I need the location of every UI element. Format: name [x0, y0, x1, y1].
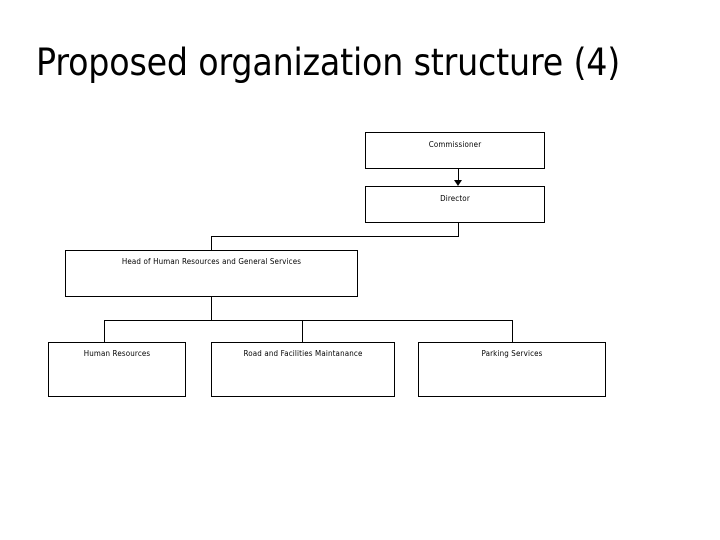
connector-director-across — [211, 236, 459, 237]
connector-children-distribution-bar — [104, 320, 513, 321]
org-node-label: Parking Services — [481, 349, 543, 358]
org-node-label: Commissioner — [428, 140, 482, 149]
org-node-label: Road and Facilities Maintanance — [243, 349, 363, 358]
connector-drop-human-resources — [104, 320, 105, 342]
org-node-label: Director — [440, 194, 470, 203]
org-node-parking-services[interactable]: Parking Services — [418, 342, 606, 397]
connector-director-down — [458, 223, 459, 236]
arrowhead-down-icon — [454, 180, 462, 186]
org-node-road-and-facilities-maintanance[interactable]: Road and Facilities Maintanance — [211, 342, 395, 397]
org-node-commissioner[interactable]: Commissioner — [365, 132, 545, 169]
connector-head-of-hr-down — [211, 297, 212, 320]
connector-drop-parking-services — [512, 320, 513, 342]
connector-into-head-of-hr — [211, 236, 212, 250]
org-node-label: Head of Human Resources and General Serv… — [121, 257, 302, 266]
connector-commissioner-to-director — [458, 169, 459, 181]
org-node-label: Human Resources — [83, 349, 151, 358]
org-node-head-of-human-resources-and-general-services[interactable]: Head of Human Resources and General Serv… — [65, 250, 358, 297]
org-node-director[interactable]: Director — [365, 186, 545, 223]
org-node-human-resources[interactable]: Human Resources — [48, 342, 186, 397]
page-title: Proposed organization structure (4) — [36, 41, 621, 84]
connector-drop-road-facilities — [302, 320, 303, 342]
